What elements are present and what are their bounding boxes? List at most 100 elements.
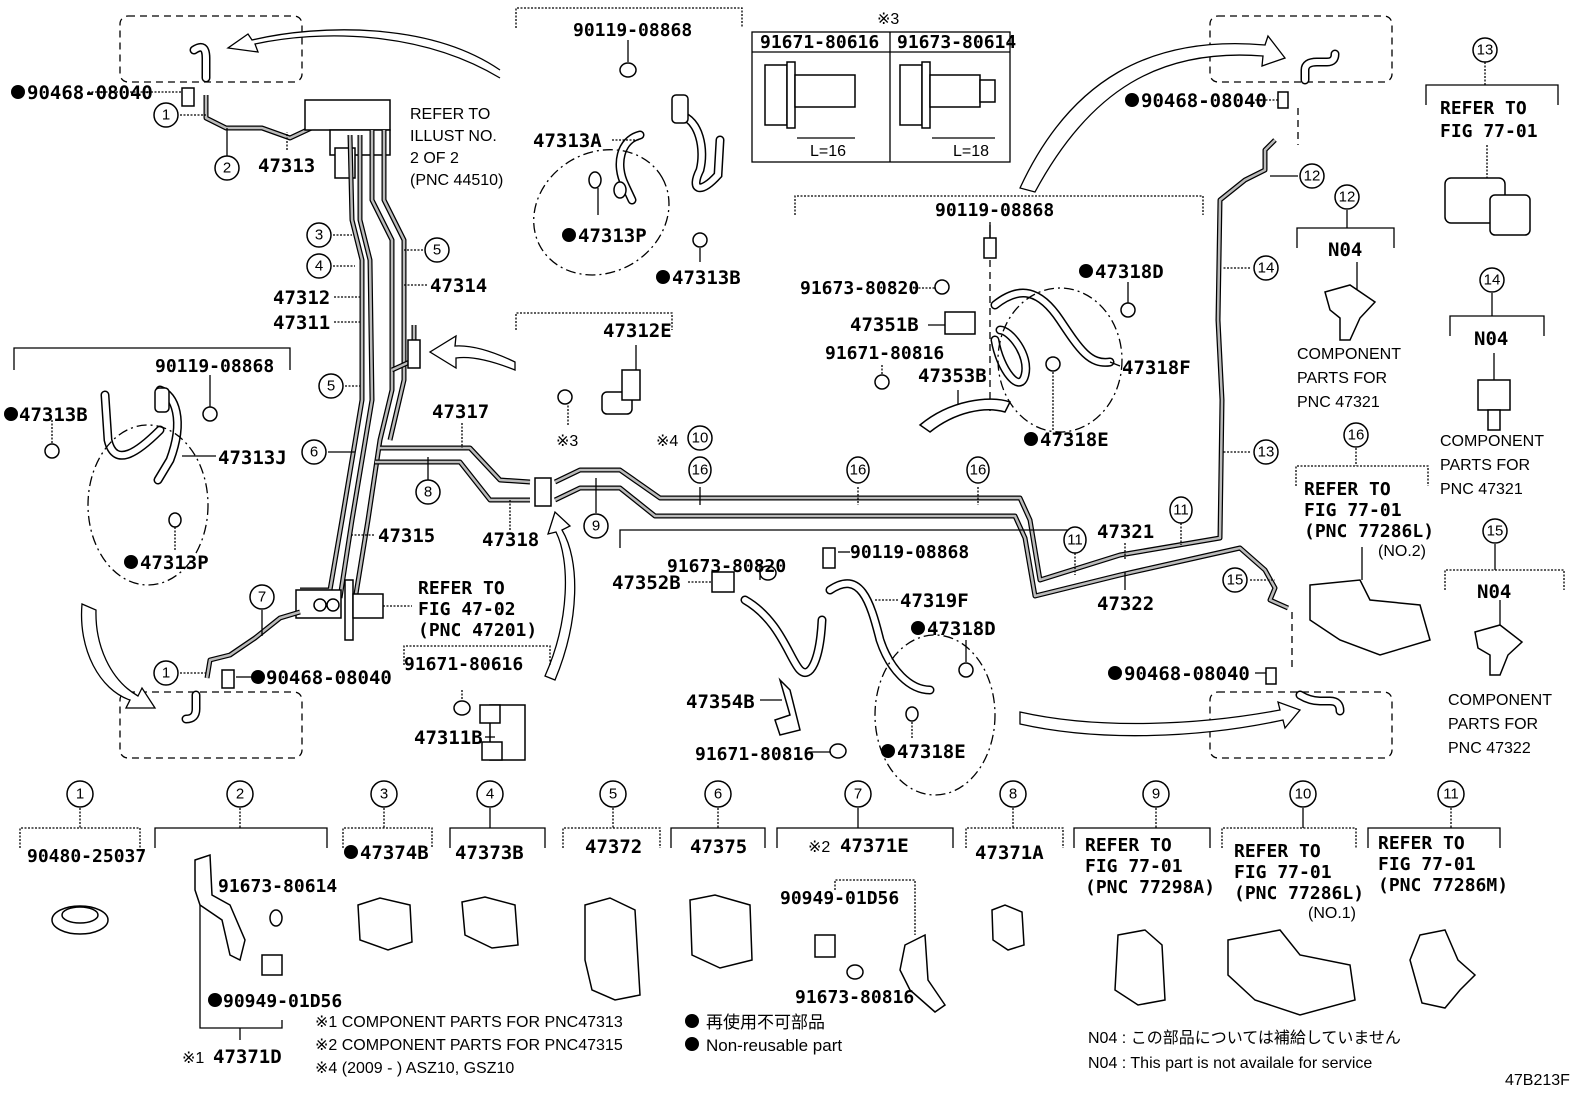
clip-47373B bbox=[461, 896, 519, 949]
bottom-callout-3: 3 bbox=[370, 780, 398, 808]
detail-box-bottom-left bbox=[119, 690, 303, 759]
svg-text:11: 11 bbox=[1443, 786, 1459, 803]
bottom-callout-7: 7 bbox=[844, 780, 872, 808]
svg-text:3: 3 bbox=[380, 786, 388, 803]
callout-12: 12 bbox=[1299, 163, 1325, 189]
footnotes: ※1 COMPONENT PARTS FOR PNC47313 ※2 COMPO… bbox=[315, 1012, 1570, 1089]
bottom-5-part: 47372 bbox=[585, 836, 642, 858]
bottom-callout-1: 1 bbox=[66, 780, 94, 808]
detail-box-top-left bbox=[119, 15, 303, 83]
svg-text:7: 7 bbox=[258, 589, 266, 606]
n04-note-jp: N04 : この部品については補給していません bbox=[1088, 1029, 1401, 1047]
master-cylinder bbox=[295, 579, 412, 641]
box-47311B bbox=[403, 645, 551, 761]
svg-text:14: 14 bbox=[1258, 260, 1275, 277]
svg-text:9: 9 bbox=[1152, 786, 1160, 803]
junction-block bbox=[304, 99, 391, 179]
bottom-10-line2: FIG 77-01 bbox=[1234, 862, 1332, 883]
bottom-8-part: 47371A bbox=[975, 842, 1044, 864]
clip-11 bbox=[1409, 929, 1477, 1009]
label-47351B: 47351B bbox=[850, 314, 919, 336]
callout-14: 14 bbox=[1253, 255, 1279, 281]
svg-text:15: 15 bbox=[1487, 523, 1504, 540]
legend-15-n04: N04 bbox=[1477, 581, 1511, 603]
box-47351B bbox=[794, 195, 1204, 433]
label-47313: 47313 bbox=[258, 155, 315, 177]
brake-line-47322 bbox=[553, 485, 1290, 611]
bolt-length-2: L=18 bbox=[953, 143, 989, 160]
bottom-11-line3: (PNC 77286M) bbox=[1378, 875, 1508, 896]
refer-illust-line4: (PNC 44510) bbox=[410, 172, 503, 189]
label-47318D-m: 47318D bbox=[927, 618, 996, 640]
bottom-7-subpart-a: 90949-01D56 bbox=[780, 888, 899, 909]
union-connector bbox=[534, 477, 552, 507]
brake-line-bundle bbox=[300, 130, 417, 601]
svg-text:16: 16 bbox=[692, 462, 709, 479]
grommet-clip-bottom-left bbox=[221, 669, 235, 689]
bottom-11-line2: FIG 77-01 bbox=[1378, 854, 1476, 875]
bottom-2-part-c: 47371D bbox=[213, 1046, 282, 1068]
svg-text:1: 1 bbox=[162, 665, 170, 682]
legend-13 bbox=[1425, 62, 1559, 236]
callout-10: 10 bbox=[687, 425, 713, 451]
bottom-7-mark: ※2 bbox=[808, 839, 830, 856]
bottom-7-part: 47371E bbox=[840, 835, 909, 857]
label-90119-08868-a: 90119-08868 bbox=[573, 20, 692, 41]
legend-14-cap3: PNC 47321 bbox=[1440, 481, 1523, 498]
nonreusable-jp: 再使用不可部品 bbox=[706, 1012, 825, 1032]
bottom-callout-5: 5 bbox=[599, 780, 627, 808]
svg-text:1: 1 bbox=[76, 786, 84, 803]
label-47318F: 47318F bbox=[1122, 357, 1191, 379]
bottom-callout-2: 2 bbox=[226, 780, 254, 808]
label-47311B: 47311B bbox=[414, 727, 483, 749]
label-90468-08040-tr: 90468-08040 bbox=[1141, 90, 1267, 112]
bolt-table-col1: 91671-80616 bbox=[760, 32, 879, 53]
callout-1: 1 bbox=[153, 102, 179, 128]
callout-5b: 5 bbox=[318, 373, 344, 399]
nonreusable-dot bbox=[685, 1014, 699, 1028]
arrow-to-top-right-box bbox=[1019, 34, 1287, 193]
legend-callout-13: 13 bbox=[1472, 37, 1498, 63]
brake-line-47317 bbox=[375, 445, 531, 503]
mark-3: ※3 bbox=[556, 433, 578, 450]
callout-16c: 16 bbox=[966, 456, 990, 484]
callout-16b: 16 bbox=[846, 456, 870, 484]
footnote-1: ※1 COMPONENT PARTS FOR PNC47313 bbox=[315, 1014, 623, 1031]
label-47311: 47311 bbox=[273, 312, 330, 334]
bottom-callout-10: 10 bbox=[1289, 780, 1317, 808]
bottom-2-mark: ※1 bbox=[182, 1050, 204, 1067]
bolt-length-1: L=16 bbox=[810, 143, 846, 160]
legend-callout-14: 14 bbox=[1479, 267, 1505, 293]
bottom-3-part: 47374B bbox=[360, 842, 429, 864]
svg-text:10: 10 bbox=[692, 430, 709, 447]
footnote-4: ※4 (2009 - ) ASZ10, GSZ10 bbox=[315, 1060, 514, 1077]
legend-15-cap1: COMPONENT bbox=[1448, 692, 1552, 709]
svg-text:8: 8 bbox=[424, 484, 432, 501]
legend-15 bbox=[1444, 544, 1565, 676]
bottom-callout-4: 4 bbox=[476, 780, 504, 808]
callout-16a: 16 bbox=[688, 456, 712, 484]
svg-text:10: 10 bbox=[1295, 786, 1312, 803]
clip-10 bbox=[1227, 929, 1356, 1016]
svg-text:5: 5 bbox=[609, 786, 617, 803]
refer-fig4702-line3: (PNC 47201) bbox=[418, 620, 537, 641]
label-47313P-l: 47313P bbox=[140, 552, 209, 574]
legend-14-cap2: PARTS FOR bbox=[1440, 457, 1530, 474]
mark-4: ※4 bbox=[656, 433, 678, 450]
bottom-legend-text: 90480-25037 91673-80614 90949-01D56 ※1 4… bbox=[27, 833, 1508, 1068]
legend-14-cap1: COMPONENT bbox=[1440, 433, 1544, 450]
svg-text:4: 4 bbox=[315, 258, 323, 275]
label-47312: 47312 bbox=[273, 287, 330, 309]
arrow-to-bottom-right-box bbox=[1019, 700, 1302, 737]
nonreusable-en: Non-reusable part bbox=[706, 1036, 842, 1055]
callout-4: 4 bbox=[306, 253, 332, 279]
grommet-90480-25037 bbox=[51, 905, 109, 935]
svg-text:13: 13 bbox=[1477, 42, 1494, 59]
bottom-2-part-a: 91673-80614 bbox=[218, 876, 337, 897]
svg-text:13: 13 bbox=[1258, 444, 1275, 461]
bolt-table bbox=[751, 31, 1011, 163]
svg-text:15: 15 bbox=[1227, 572, 1244, 589]
svg-text:2: 2 bbox=[236, 786, 244, 803]
svg-text:2: 2 bbox=[223, 160, 231, 177]
